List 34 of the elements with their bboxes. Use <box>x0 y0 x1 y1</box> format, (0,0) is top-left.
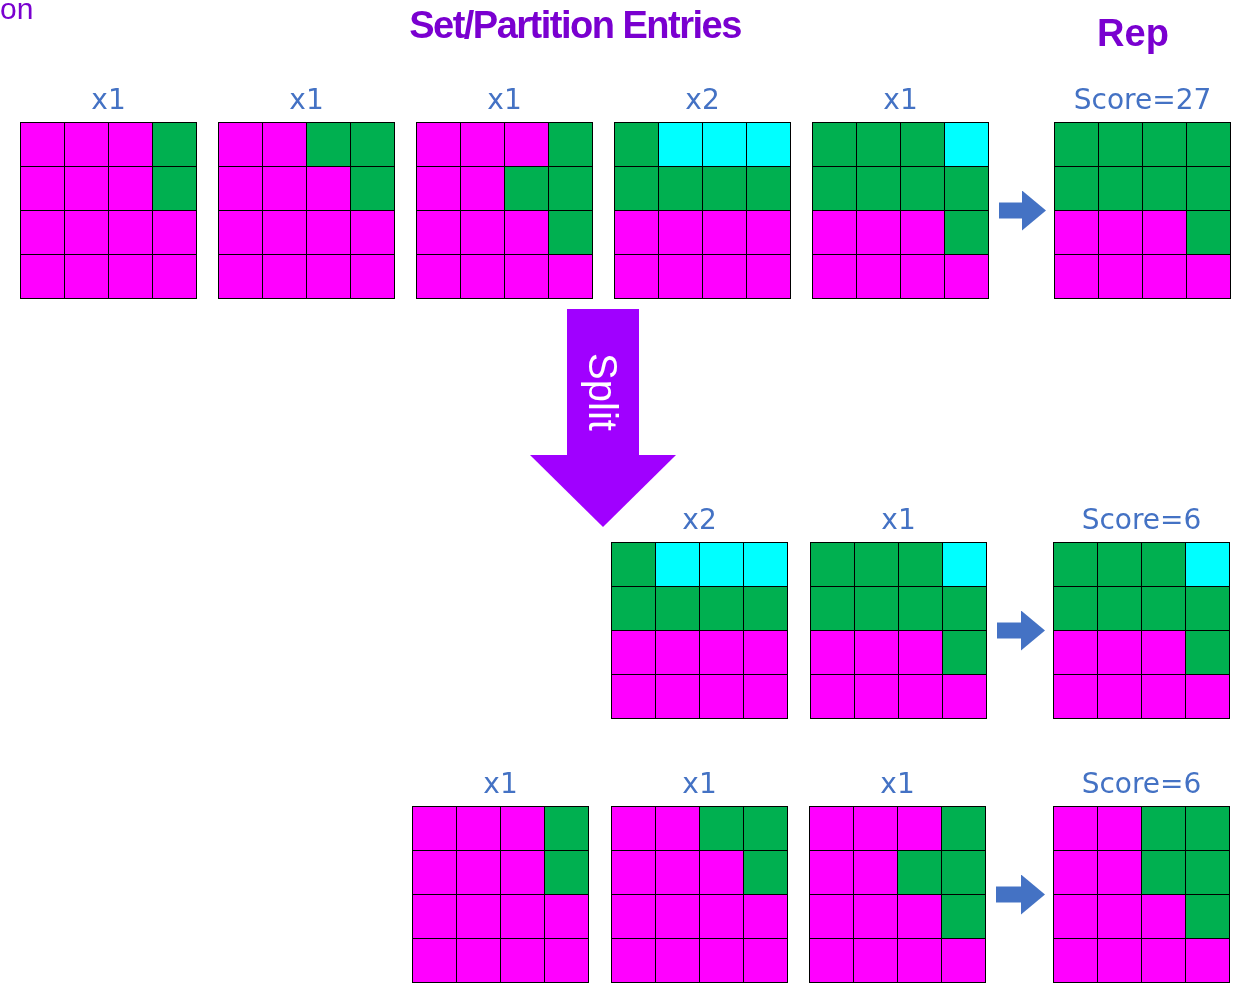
cell-grid <box>812 122 989 299</box>
cell-grid <box>1053 806 1230 983</box>
count-label: Score=27 <box>1073 84 1212 116</box>
arrow <box>999 190 1046 231</box>
title: Set/Partition Entries <box>409 4 741 47</box>
cell-grid <box>1054 122 1231 299</box>
cell-grid <box>614 122 791 299</box>
count-label: x1 <box>483 768 518 800</box>
arrow <box>997 610 1045 651</box>
count-label: x1 <box>91 84 126 116</box>
column-heading: Rep <box>1097 12 1169 55</box>
cell-grid <box>20 122 197 299</box>
count-label: x1 <box>881 504 916 536</box>
cell-grid <box>810 542 987 719</box>
cell-grid <box>1053 542 1230 719</box>
count-label: x2 <box>685 84 720 116</box>
edge-label: Split <box>581 353 625 431</box>
cell-grid <box>611 542 788 719</box>
cell-grid <box>412 806 589 983</box>
count-label: x1 <box>487 84 522 116</box>
count-label: Score=6 <box>1081 504 1202 536</box>
cell-grid <box>416 122 593 299</box>
cell-grid <box>611 806 788 983</box>
cut-off-heading: on <box>0 0 34 26</box>
count-label: Score=6 <box>1081 768 1202 800</box>
cell-grid <box>809 806 986 983</box>
split-arrow <box>530 309 676 527</box>
count-label: x1 <box>682 768 717 800</box>
count-label: x1 <box>289 84 324 116</box>
cell-grid <box>218 122 395 299</box>
count-label: x1 <box>883 84 918 116</box>
arrow <box>996 874 1045 915</box>
count-label: x2 <box>682 504 717 536</box>
count-label: x1 <box>880 768 915 800</box>
